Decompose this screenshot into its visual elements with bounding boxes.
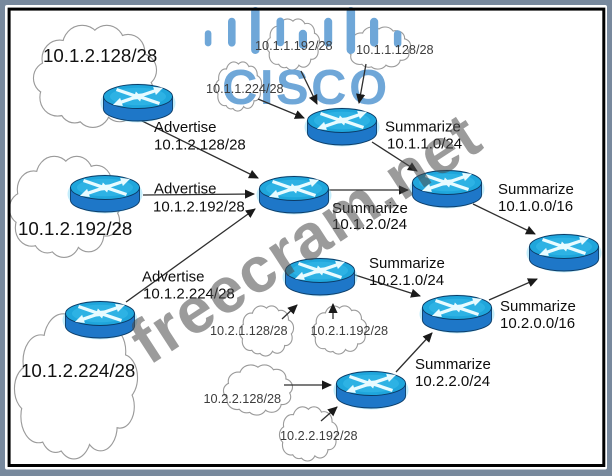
svg-text:10.2.2.128/28: 10.2.2.128/28 [204,392,282,406]
svg-text:10.1.1.128/28: 10.1.1.128/28 [356,43,434,57]
svg-text:10.1.2.224/28: 10.1.2.224/28 [21,360,135,381]
svg-text:10.1.2.192/28: 10.1.2.192/28 [153,199,245,216]
svg-text:10.1.2.128/28: 10.1.2.128/28 [43,45,157,66]
svg-text:Advertise: Advertise [154,181,217,198]
svg-text:Advertise: Advertise [142,269,205,286]
svg-text:10.2.2.0/24: 10.2.2.0/24 [415,373,490,390]
svg-text:Advertise: Advertise [154,119,217,136]
svg-text:10.1.1.0/24: 10.1.1.0/24 [387,136,462,153]
svg-text:10.2.1.0/24: 10.2.1.0/24 [369,272,444,289]
svg-text:10.1.2.128/28: 10.1.2.128/28 [154,137,246,154]
svg-text:10.2.2.192/28: 10.2.2.192/28 [280,429,358,443]
svg-text:10.1.2.0/24: 10.1.2.0/24 [332,216,407,233]
svg-text:Summarize: Summarize [369,255,445,272]
svg-text:Summarize: Summarize [498,181,574,198]
svg-text:10.2.0.0/16: 10.2.0.0/16 [500,315,575,332]
svg-text:10.1.1.192/28: 10.1.1.192/28 [255,39,333,53]
svg-text:CISCO: CISCO [222,61,390,115]
svg-text:10.1.2.192/28: 10.1.2.192/28 [18,218,132,239]
svg-text:10.1.1.224/28: 10.1.1.224/28 [206,82,284,96]
svg-text:Summarize: Summarize [332,200,408,217]
svg-text:10.2.1.128/28: 10.2.1.128/28 [210,324,288,338]
svg-text:10.2.1.192/28: 10.2.1.192/28 [311,324,389,338]
svg-text:10.1.2.224/28: 10.1.2.224/28 [143,286,235,303]
svg-text:10.1.0.0/16: 10.1.0.0/16 [498,198,573,215]
svg-text:Summarize: Summarize [385,119,461,136]
svg-text:Summarize: Summarize [500,298,576,315]
svg-text:Summarize: Summarize [415,356,491,373]
